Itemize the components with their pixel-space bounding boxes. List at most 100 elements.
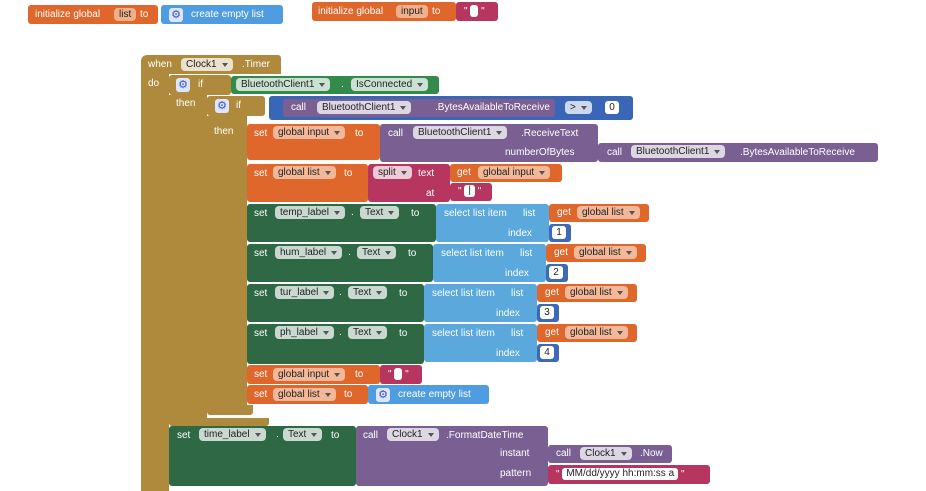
global-list-dropdown[interactable]: global list [574, 246, 637, 259]
select-list-item-block-4[interactable]: select list item list index [424, 324, 537, 362]
dot-label: . [341, 79, 344, 90]
global-list-name-field[interactable]: list [114, 8, 137, 21]
text-property-dropdown[interactable]: Text [348, 326, 388, 339]
index-number-block[interactable]: 2 [546, 264, 568, 282]
init-global-input-block[interactable]: initialize global input to [312, 2, 456, 21]
compare-block[interactable]: call BluetoothClient1 .BytesAvailableToR… [269, 96, 633, 120]
pattern-string-block[interactable]: " MM/dd/yyyy hh:mm:ss a " [548, 465, 710, 484]
create-empty-list-block[interactable]: ⚙ create empty list [161, 5, 283, 24]
to-keyword: to [344, 389, 353, 400]
set-keyword: set [254, 208, 268, 219]
pattern-string-literal[interactable]: " MM/dd/yyyy hh:mm:ss a " [550, 467, 691, 482]
quote-open: " [556, 469, 560, 480]
if-keyword: if [236, 100, 241, 111]
global-input-dropdown[interactable]: global input [478, 166, 551, 179]
reset-global-input-block[interactable]: set global input to [247, 365, 380, 384]
global-list-dropdown[interactable]: global list [273, 388, 336, 401]
clock-now-call[interactable]: call Clock1 .Now [548, 445, 672, 463]
receive-text-call-block[interactable]: call BluetoothClient1 .ReceiveText numbe… [380, 124, 598, 162]
global-input-name-field[interactable]: input [396, 5, 428, 18]
separator-string-literal[interactable]: " | " [452, 184, 487, 199]
string-value[interactable] [394, 368, 403, 381]
get-global-list-block[interactable]: get global list [549, 204, 649, 222]
select-list-item-block-2[interactable]: select list item list index [433, 244, 546, 282]
select-list-item-block-1[interactable]: select list item list index [436, 204, 549, 242]
set-keyword: set [254, 248, 268, 259]
bluetooth-component-dropdown[interactable]: BluetoothClient1 [631, 145, 726, 158]
operator-dropdown[interactable]: > [565, 101, 592, 114]
split-dropdown[interactable]: split [373, 166, 412, 179]
is-connected-block[interactable]: BluetoothClient1 . IsConnected [231, 76, 439, 94]
set-keyword: set [254, 288, 268, 299]
set-ph-label-block[interactable]: set ph_label . Text to [247, 324, 424, 364]
if-mutator-gear-icon[interactable]: ⚙ [176, 78, 190, 92]
temp-label-component-dropdown[interactable]: temp_label [275, 206, 345, 219]
set-temp-label-block[interactable]: set temp_label . Text to [247, 204, 436, 242]
set-global-input-block[interactable]: set global input to [247, 124, 380, 160]
empty-string-block[interactable]: " " [380, 365, 422, 384]
split-block[interactable]: split text at [368, 164, 450, 202]
format-date-time-call[interactable]: call Clock1 .FormatDateTime instant patt… [356, 426, 548, 486]
ph-label-component-dropdown[interactable]: ph_label [275, 326, 334, 339]
text-property-dropdown[interactable]: Text [357, 246, 397, 259]
reset-global-list-block[interactable]: set global list to [247, 385, 368, 404]
index-number-block[interactable]: 3 [537, 304, 559, 322]
empty-string-literal[interactable]: " " [382, 367, 415, 382]
global-list-dropdown[interactable]: global list [565, 326, 628, 339]
mutator-gear-icon[interactable]: ⚙ [169, 8, 183, 22]
init-global-list-block[interactable]: initialize global list to [28, 5, 158, 24]
set-keyword: set [254, 369, 268, 380]
text-property-dropdown[interactable]: Text [360, 206, 400, 219]
timer-event-body: do [141, 72, 169, 491]
index-number[interactable]: 1 [552, 226, 566, 239]
dot-label: . [339, 287, 342, 298]
bytes-available-call[interactable]: call BluetoothClient1 .BytesAvailableToR… [283, 99, 555, 117]
time-label-component-dropdown[interactable]: time_label [199, 428, 266, 441]
separator-string-block[interactable]: " | " [450, 183, 492, 201]
bluetooth-component-dropdown[interactable]: BluetoothClient1 [236, 78, 331, 91]
get-global-list-block[interactable]: get global list [546, 244, 646, 262]
set-time-label-block[interactable]: set time_label . Text to [169, 426, 356, 486]
empty-string-literal[interactable]: " " [458, 4, 491, 19]
tur-label-component-dropdown[interactable]: tur_label [275, 286, 335, 299]
bytes-available-call-2[interactable]: call BluetoothClient1 .BytesAvailableToR… [598, 143, 878, 162]
number-zero[interactable]: 0 [605, 101, 619, 114]
is-connected-property-dropdown[interactable]: IsConnected [351, 78, 429, 91]
index-number[interactable]: 4 [540, 346, 554, 359]
create-empty-list-block[interactable]: ⚙ create empty list [368, 385, 489, 404]
set-hum-label-block[interactable]: set hum_label . Text to [247, 244, 433, 282]
index-number-block[interactable]: 4 [537, 344, 559, 362]
get-global-input-block[interactable]: get global input [450, 164, 562, 182]
global-list-dropdown[interactable]: global list [273, 166, 336, 179]
global-list-dropdown[interactable]: global list [577, 206, 640, 219]
clock-component-dropdown[interactable]: Clock1 [580, 447, 632, 460]
if-bytes-available-block[interactable]: ⚙ if [207, 96, 265, 116]
hum-label-component-dropdown[interactable]: hum_label [275, 246, 343, 259]
pattern-value[interactable]: MM/dd/yyyy hh:mm:ss a [562, 468, 679, 481]
set-tur-label-block[interactable]: set tur_label . Text to [247, 284, 424, 322]
get-global-list-block[interactable]: get global list [537, 324, 637, 342]
index-number[interactable]: 2 [549, 266, 563, 279]
clock-component-dropdown[interactable]: Clock1 [387, 428, 439, 441]
bluetooth-component-dropdown[interactable]: BluetoothClient1 [317, 101, 412, 114]
global-list-dropdown[interactable]: global list [565, 286, 628, 299]
get-global-list-block[interactable]: get global list [537, 284, 637, 302]
string-value[interactable] [470, 5, 479, 18]
clock-timer-event-block[interactable]: when Clock1 .Timer [141, 55, 281, 74]
text-property-dropdown[interactable]: Text [348, 286, 388, 299]
mutator-gear-icon[interactable]: ⚙ [376, 388, 390, 402]
quote-close: " [405, 369, 409, 380]
empty-string-block[interactable]: " " [456, 2, 498, 21]
bluetooth-component-dropdown[interactable]: BluetoothClient1 [413, 126, 508, 139]
if-connected-block[interactable]: ⚙ if [169, 75, 231, 95]
text-property-dropdown[interactable]: Text [283, 428, 323, 441]
global-input-dropdown[interactable]: global input [273, 126, 346, 139]
index-number[interactable]: 3 [540, 306, 554, 319]
timer-component-dropdown[interactable]: Clock1 [181, 58, 233, 71]
set-global-list-block[interactable]: set global list to [247, 164, 368, 202]
select-list-item-block-3[interactable]: select list item list index [424, 284, 537, 322]
global-input-dropdown[interactable]: global input [273, 368, 346, 381]
separator-value[interactable]: | [464, 185, 475, 198]
index-number-block[interactable]: 1 [549, 224, 571, 242]
if-mutator-gear-icon[interactable]: ⚙ [215, 99, 229, 113]
